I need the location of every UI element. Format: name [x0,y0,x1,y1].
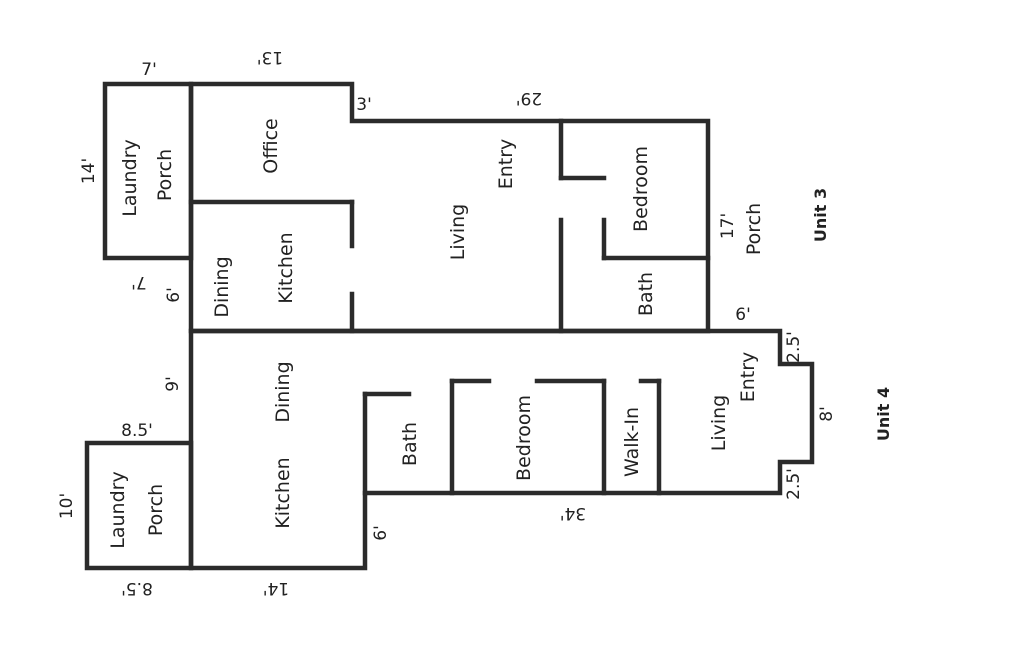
unit4-dim-main-bottom: 34' [560,503,586,523]
unit3-bath-label: Bath [635,272,657,316]
unit3-kitchen-label: Kitchen [275,232,297,303]
unit3-walls [102,81,711,334]
unit4-room-labels: Dining Kitchen Laundry Porch Bath Bedroo… [107,352,893,549]
unit4-dim-notch: 6' [371,525,391,541]
unit4-dining-label: Dining [272,361,294,422]
unit3-dim-left-side: 6' [164,287,184,303]
unit4-dim-laundry-depth: 10' [57,493,77,519]
unit3-dim-main-width: 29' [516,88,542,108]
unit3-office-label: Office [260,118,282,173]
unit4-entry-label: Entry [737,352,759,403]
unit4-dim-laundry-bottom: 8.5' [121,578,153,598]
unit3-dim-top-width: 13' [257,47,283,67]
unit4-laundry-porch-walls [84,440,194,571]
unit4-dim-right-top: 2.5' [784,331,804,363]
unit4-bath-label: Bath [399,422,421,466]
unit4-living-label: Living [708,395,730,452]
unit3-entry-label: Entry [495,139,517,190]
unit3-dim-laundry-depth: 14' [79,158,99,184]
unit3-room-labels: Laundry Porch Office Dining Kitchen Livi… [119,118,830,317]
unit4-dim-right-mid: 8' [817,406,837,422]
unit3-title: Unit 3 [811,188,830,242]
unit4-outer-wall [188,328,815,571]
unit4-kitchen-label: Kitchen [272,457,294,528]
unit3-living-label: Living [447,204,469,261]
unit3-laundry-porch-label: Porch [154,149,176,201]
unit3-laundry-porch-walls [102,81,194,261]
unit3-dim-step: 3' [356,95,372,115]
unit4-dim-bottom-width: 14' [263,578,289,598]
unit3-dim-laundry-width: 7' [141,60,157,80]
unit4-dimensions: 9' 8.5' 10' 8.5' 14' 6' 34' 2.5' 8' 2.5' [57,331,837,598]
unit4-title: Unit 4 [874,387,893,441]
unit3-bedroom-label: Bedroom [630,146,652,232]
unit4-bedroom-label: Bedroom [513,395,535,481]
unit4-walls [84,328,815,571]
unit4-laundry-label: Laundry [107,471,129,548]
unit3-laundry-label: Laundry [119,139,141,216]
unit3-dim-right-side: 17' [718,213,738,239]
unit3-dimensions: 7' 14' 7' 13' 3' 29' 6' 17' 6' [79,47,751,325]
unit3-porch-label: Porch [743,203,765,255]
unit4-dim-right-bottom: 2.5' [784,468,804,500]
unit4-dim-left-side: 9' [163,376,183,392]
unit4-laundry-porch-label: Porch [145,484,167,536]
unit4-walkin-label: Walk-In [621,407,643,477]
unit4-dim-laundry-width: 8.5' [121,421,153,441]
unit3-dim-right-step: 6' [735,305,751,325]
unit3-dim-laundry-bottom: 7' [131,272,147,292]
unit3-dining-label: Dining [211,256,233,317]
